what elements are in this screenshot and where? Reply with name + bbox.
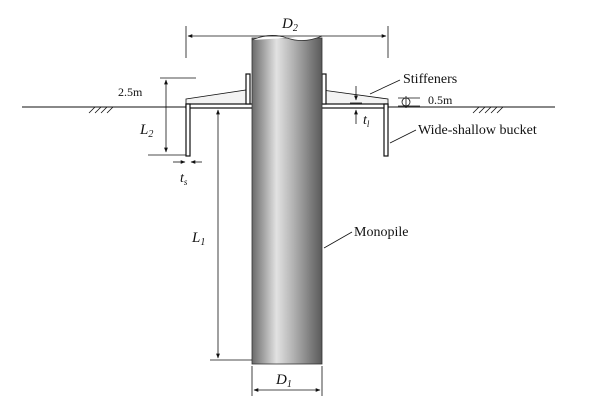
- monopile-leader: [323, 231, 353, 249]
- height-above-label: 2.5m: [118, 85, 143, 99]
- ts-label: ts: [180, 171, 188, 187]
- l2-label: L2: [139, 122, 153, 140]
- stiffeners-label: Stiffeners: [403, 72, 457, 87]
- ground-hatch-right: [472, 106, 504, 114]
- bucket-label: Wide-shallow bucket: [418, 123, 537, 138]
- ground-hatch-left: [88, 106, 114, 114]
- bucket-leader: [389, 129, 417, 144]
- stiffeners-leader: [369, 79, 401, 95]
- monopile-label: Monopile: [354, 225, 408, 240]
- soil-mound-right: [321, 89, 389, 105]
- tl-label: tl: [363, 113, 370, 129]
- l1-label: L1: [191, 230, 205, 248]
- depth-label: 0.5m: [428, 93, 453, 107]
- d2-label: D2: [281, 16, 298, 34]
- d1-label: D1: [275, 372, 292, 390]
- monopile: [251, 37, 323, 365]
- soil-mound-left: [185, 89, 247, 105]
